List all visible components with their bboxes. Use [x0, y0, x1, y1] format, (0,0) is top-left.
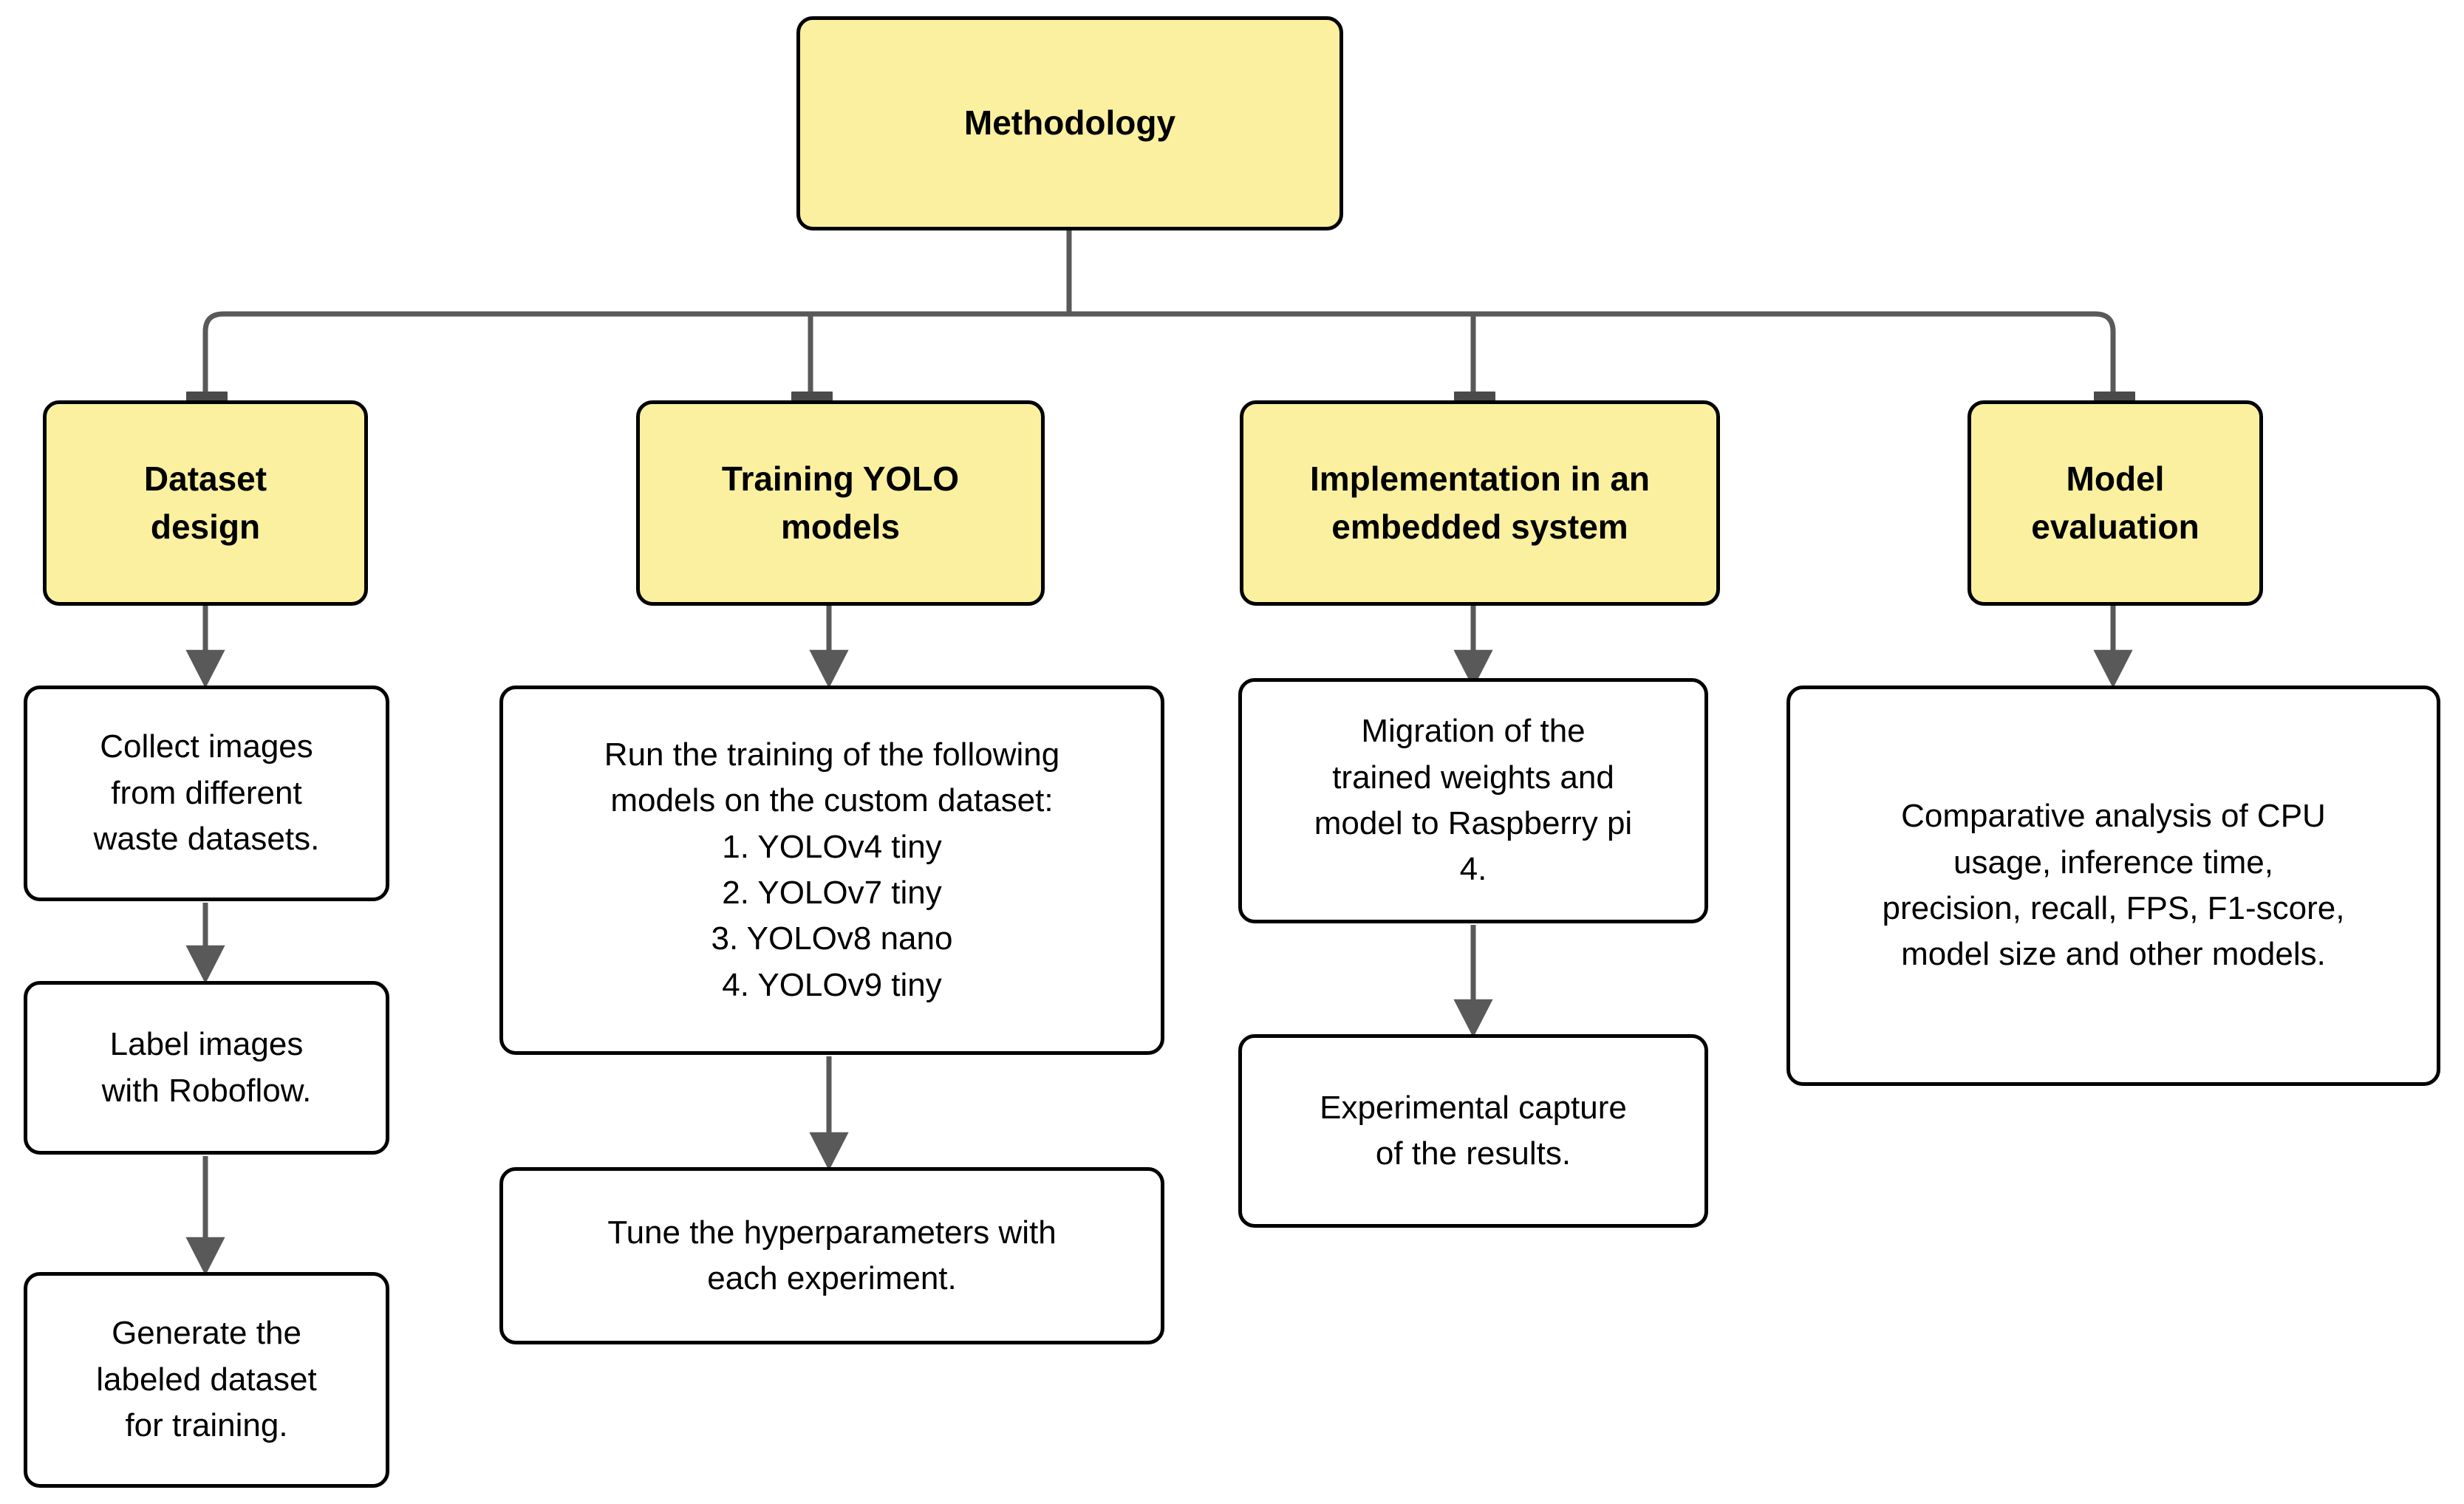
node-tune-hyperparameters[interactable]: Tune the hyperparameters with each exper… — [499, 1167, 1164, 1344]
node-dataset-design-label: Dataset design — [143, 459, 267, 546]
node-generate-dataset-label: Generate the labeled dataset for trainin… — [96, 1315, 317, 1444]
node-migration-weights-label: Migration of the trained weights and mod… — [1314, 713, 1633, 888]
node-model-evaluation[interactable]: Model evaluation — [1968, 400, 2263, 606]
connector-tab-implementation-embedded-system — [1454, 392, 1495, 401]
node-run-training[interactable]: Run the training of the following models… — [499, 686, 1164, 1055]
node-training-yolo-models-label: Training YOLO models — [721, 459, 960, 546]
node-migration-weights[interactable]: Migration of the trained weights and mod… — [1238, 678, 1708, 923]
node-collect-images[interactable]: Collect images from different waste data… — [24, 686, 389, 901]
node-experimental-capture[interactable]: Experimental capture of the results. — [1238, 1034, 1708, 1228]
node-dataset-design[interactable]: Dataset design — [43, 400, 368, 606]
node-implementation-embedded-system[interactable]: Implementation in an embedded system — [1240, 400, 1720, 606]
connector-tab-training-yolo-models — [791, 392, 833, 401]
node-comparative-analysis-label: Comparative analysis of CPU usage, infer… — [1882, 798, 2345, 973]
node-label-images[interactable]: Label images with Roboflow. — [24, 981, 389, 1155]
node-methodology-label: Methodology — [963, 103, 1176, 143]
node-training-yolo-models[interactable]: Training YOLO models — [636, 400, 1045, 606]
connector-tab-model-evaluation — [2094, 392, 2135, 401]
node-collect-images-label: Collect images from different waste data… — [93, 728, 320, 858]
node-run-training-label: Run the training of the following models… — [604, 736, 1060, 1003]
node-generate-dataset[interactable]: Generate the labeled dataset for trainin… — [24, 1272, 389, 1488]
node-label-images-label: Label images with Roboflow. — [101, 1026, 312, 1109]
connector-tab-dataset-design — [186, 392, 228, 401]
node-methodology[interactable]: Methodology — [796, 16, 1343, 230]
node-tune-hyperparameters-label: Tune the hyperparameters with each exper… — [607, 1214, 1057, 1296]
node-model-evaluation-label: Model evaluation — [2031, 459, 2199, 546]
node-comparative-analysis[interactable]: Comparative analysis of CPU usage, infer… — [1786, 686, 2440, 1086]
node-implementation-embedded-system-label: Implementation in an embedded system — [1309, 459, 1651, 546]
edge-bus — [202, 311, 2116, 399]
node-experimental-capture-label: Experimental capture of the results. — [1320, 1089, 1627, 1172]
